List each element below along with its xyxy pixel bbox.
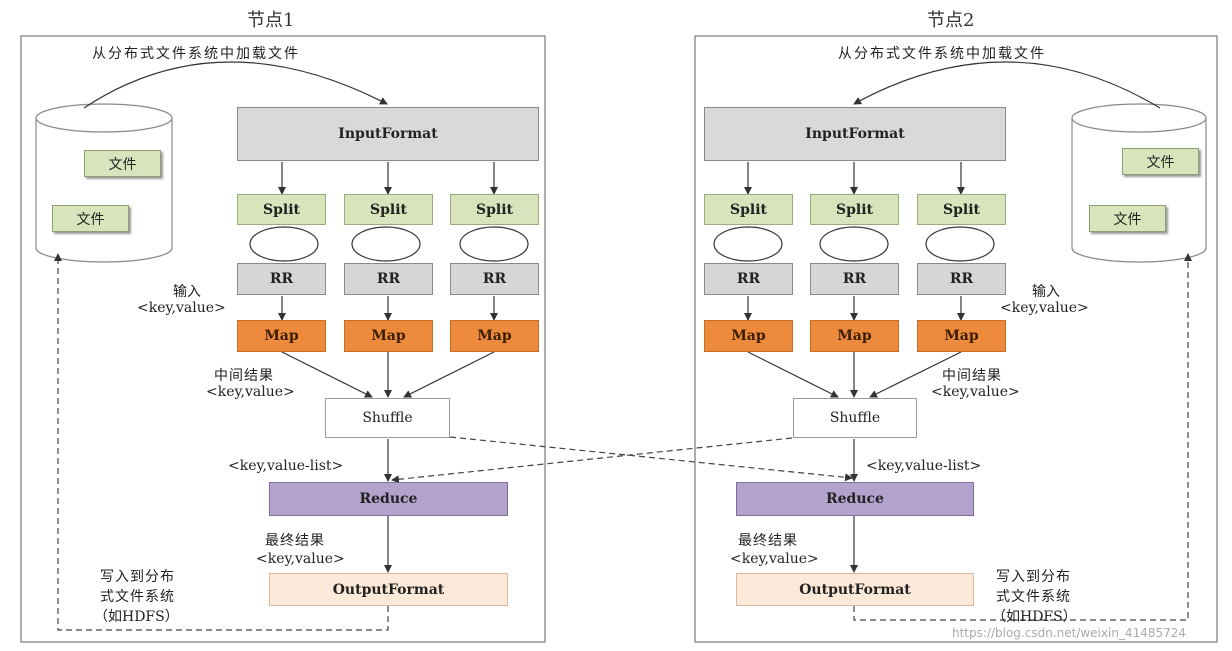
node2-rr-2: RR bbox=[810, 263, 899, 295]
node2-file-2: 文件 bbox=[1089, 205, 1166, 232]
node1-rr-3: RR bbox=[450, 263, 539, 295]
node1-flow-arrows bbox=[278, 162, 498, 573]
node2-split-2: Split bbox=[810, 194, 899, 225]
node2-frame bbox=[694, 35, 1218, 643]
node1-shuffle: Shuffle bbox=[325, 398, 450, 438]
node2-input-label: 输入 bbox=[1032, 284, 1060, 300]
node1-load-arrow bbox=[83, 61, 388, 109]
node2-input-kv: <key,value> bbox=[1000, 300, 1089, 316]
node1-mid-label: 中间结果 bbox=[214, 368, 274, 384]
node1-input-kv: <key,value> bbox=[137, 300, 226, 316]
node1-storage-cylinder bbox=[35, 103, 173, 263]
node1-split-3: Split bbox=[450, 194, 539, 225]
node2-rr-3: RR bbox=[917, 263, 1006, 295]
node1-input-label: 输入 bbox=[173, 284, 201, 300]
node1-map-2: Map bbox=[344, 320, 433, 352]
node2-load-arrow bbox=[853, 61, 1161, 109]
node1-file-1: 文件 bbox=[84, 150, 161, 177]
node1-map-1: Map bbox=[237, 320, 326, 352]
node2-input-format: InputFormat bbox=[704, 107, 1006, 161]
node1-reduce: Reduce bbox=[269, 482, 508, 516]
node2-flow-arrows bbox=[744, 162, 965, 573]
cross-shuffle-arrows bbox=[391, 436, 853, 484]
node1-rr-2: RR bbox=[344, 263, 433, 295]
node1-kvlist-label: <key,value-list> bbox=[228, 458, 344, 474]
node2-reduce: Reduce bbox=[736, 482, 974, 516]
node2-write-line-3: （如HDFS） bbox=[992, 609, 1077, 625]
node1-mid-kv: <key,value> bbox=[206, 384, 295, 400]
node2-map-1: Map bbox=[704, 320, 793, 352]
node2-file-1: 文件 bbox=[1122, 148, 1199, 175]
node1-write-line-2: 式文件系统 bbox=[100, 589, 175, 605]
node2-mid-kv: <key,value> bbox=[931, 384, 1020, 400]
node1-writeback-arrow bbox=[54, 253, 389, 631]
node2-split-1: Split bbox=[704, 194, 793, 225]
node2-map-2: Map bbox=[810, 320, 899, 352]
node1-final-label: 最终结果 bbox=[265, 533, 325, 549]
node2-write-line-1: 写入到分布 bbox=[996, 569, 1071, 585]
node2-kvlist-label: <key,value-list> bbox=[866, 458, 982, 474]
node1-split-1: Split bbox=[237, 194, 326, 225]
node2-storage-cylinder bbox=[1071, 103, 1207, 263]
watermark: https://blog.csdn.net/weixin_41485724 bbox=[952, 626, 1187, 640]
node1-final-kv: <key,value> bbox=[256, 551, 345, 567]
node2-map-3: Map bbox=[917, 320, 1006, 352]
node2-split-rr-loops bbox=[713, 226, 995, 262]
node2-rr-1: RR bbox=[704, 263, 793, 295]
node1-map-3: Map bbox=[450, 320, 539, 352]
node1-load-label: 从分布式文件系统中加载文件 bbox=[92, 46, 300, 62]
node2-mid-label: 中间结果 bbox=[942, 368, 1002, 384]
node1-title: 节点1 bbox=[247, 10, 295, 31]
node2-final-kv: <key,value> bbox=[730, 551, 819, 567]
node2-title: 节点2 bbox=[927, 10, 975, 31]
node1-write-line-3: （如HDFS） bbox=[94, 609, 179, 625]
node1-frame bbox=[20, 35, 546, 643]
node2-writeback-arrow bbox=[853, 253, 1192, 621]
node1-file-2: 文件 bbox=[52, 205, 129, 232]
node1-output-format: OutputFormat bbox=[269, 573, 508, 606]
node2-final-label: 最终结果 bbox=[738, 533, 798, 549]
node1-write-line-1: 写入到分布 bbox=[100, 569, 175, 585]
node2-output-format: OutputFormat bbox=[736, 573, 974, 606]
node1-split-2: Split bbox=[344, 194, 433, 225]
node1-split-rr-loops bbox=[249, 226, 529, 262]
node2-load-label: 从分布式文件系统中加载文件 bbox=[838, 46, 1046, 62]
node1-rr-1: RR bbox=[237, 263, 326, 295]
node2-shuffle: Shuffle bbox=[793, 398, 917, 438]
node1-input-format: InputFormat bbox=[237, 107, 539, 161]
node2-split-3: Split bbox=[917, 194, 1006, 225]
node2-write-line-2: 式文件系统 bbox=[996, 589, 1071, 605]
